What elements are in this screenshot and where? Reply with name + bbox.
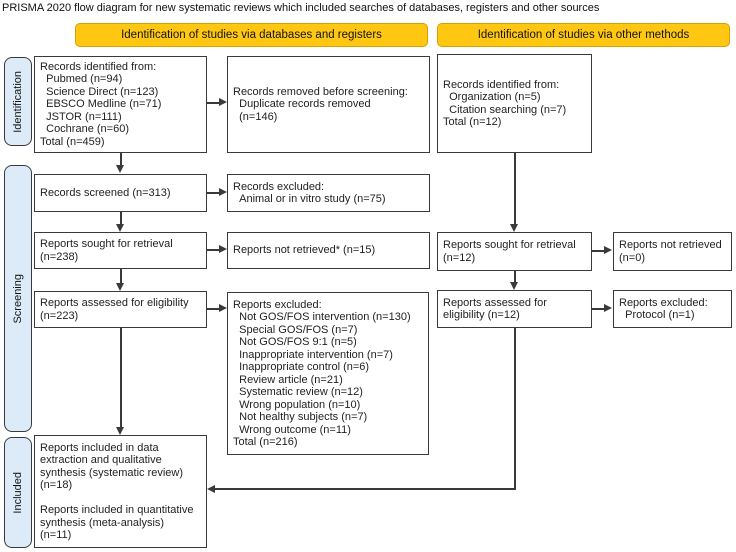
box-reports-excluded-other: Reports excluded: Protocol (n=1)	[613, 290, 732, 328]
header-databases-registers: Identification of studies via databases …	[75, 23, 428, 47]
box-reports-assessed-other: Reports assessed for eligibility (n=12)	[437, 290, 592, 328]
reports-assessed-other-text: Reports assessed for eligibility (n=12)	[443, 296, 547, 322]
stage-identification-label: Identification	[12, 70, 24, 133]
arrow-other-identified-to-sought-head	[510, 224, 518, 232]
stage-screening: Screening	[4, 165, 32, 432]
reports-not-retrieved-databases-text: Reports not retrieved* (n=15)	[233, 244, 376, 257]
box-records-identified-databases: Records identified from: Pubmed (n=94) S…	[34, 56, 207, 153]
records-identified-other-text: Records identified from: Organization (n…	[443, 78, 567, 129]
arrow-other-assessed-to-included-hline	[215, 488, 516, 490]
arrow-assessed-to-included-line	[120, 328, 122, 427]
arrow-screened-to-excluded-head	[219, 188, 227, 196]
arrow-other-assessed-to-excluded-line	[592, 308, 605, 310]
box-reports-assessed-databases: Reports assessed for eligibility (n=223)	[34, 291, 207, 328]
box-reports-included: Reports included in data extraction and …	[34, 435, 207, 548]
records-removed-text: Records removed before screening: Duplic…	[233, 85, 408, 123]
reports-not-retrieved-other-text: Reports not retrieved (n=0)	[619, 239, 722, 264]
arrow-screened-to-sought-head	[116, 224, 124, 232]
arrow-other-sought-to-assessed-head	[510, 282, 518, 290]
records-screened-text: Records screened (n=313)	[40, 186, 171, 199]
box-records-removed-before-screening: Records removed before screening: Duplic…	[227, 56, 430, 153]
box-reports-not-retrieved-databases: Reports not retrieved* (n=15)	[227, 232, 430, 269]
arrow-assessed-to-included-head	[116, 427, 124, 435]
arrow-sought-to-notretrieved-head	[219, 245, 227, 253]
arrow-sought-to-assessed-head	[116, 283, 124, 291]
records-excluded-text: Records excluded: Animal or in vitro stu…	[233, 180, 386, 206]
box-reports-sought-other: Reports sought for retrieval (n=12)	[437, 232, 592, 271]
reports-assessed-databases-text: Reports assessed for eligibility (n=223)	[40, 297, 189, 322]
arrow-sought-to-notretrieved-line	[207, 249, 220, 251]
box-records-excluded: Records excluded: Animal or in vitro stu…	[227, 174, 430, 212]
arrow-other-assessed-to-included-vline	[514, 328, 516, 490]
arrow-identified-to-removed-line	[207, 102, 220, 104]
page-title: PRISMA 2020 flow diagram for new systema…	[2, 2, 600, 14]
reports-excluded-databases-text: Reports excluded: Not GOS/FOS interventi…	[233, 298, 411, 449]
box-reports-excluded-databases: Reports excluded: Not GOS/FOS interventi…	[227, 292, 429, 455]
arrow-other-assessed-to-included-head	[207, 485, 215, 493]
arrow-other-assessed-to-excluded-head	[604, 304, 612, 312]
arrow-other-sought-to-assessed-line	[514, 271, 516, 283]
arrow-other-sought-to-notretrieved-head	[604, 246, 612, 254]
records-identified-databases-text: Records identified from: Pubmed (n=94) S…	[40, 60, 162, 148]
arrow-assessed-to-excluded-line	[207, 308, 220, 310]
header-other-methods: Identification of studies via other meth…	[437, 23, 730, 47]
stage-screening-label: Screening	[12, 273, 24, 324]
reports-included-text: Reports included in data extraction and …	[40, 441, 194, 542]
box-records-identified-other: Records identified from: Organization (n…	[437, 54, 592, 153]
reports-excluded-other-text: Reports excluded: Protocol (n=1)	[619, 296, 708, 322]
stage-identification: Identification	[4, 57, 32, 146]
arrow-identified-to-removed-head	[219, 98, 227, 106]
arrow-identified-to-screened-head	[116, 165, 124, 173]
arrow-other-identified-to-sought-line	[514, 153, 516, 224]
arrow-screened-to-excluded-line	[207, 192, 220, 194]
stage-included-label: Included	[12, 471, 24, 514]
box-reports-sought-databases: Reports sought for retrieval (n=238)	[34, 232, 207, 269]
arrow-assessed-to-excluded-head	[219, 304, 227, 312]
arrow-screened-to-sought-line	[120, 212, 122, 224]
stage-included: Included	[4, 437, 32, 548]
reports-sought-databases-text: Reports sought for retrieval (n=238)	[40, 238, 173, 263]
box-records-screened: Records screened (n=313)	[34, 174, 207, 212]
box-reports-not-retrieved-other: Reports not retrieved (n=0)	[613, 232, 732, 271]
arrow-identified-to-screened-line	[120, 153, 122, 165]
arrow-other-sought-to-notretrieved-line	[592, 250, 605, 252]
reports-sought-other-text: Reports sought for retrieval (n=12)	[443, 239, 576, 264]
arrow-sought-to-assessed-line	[120, 269, 122, 283]
